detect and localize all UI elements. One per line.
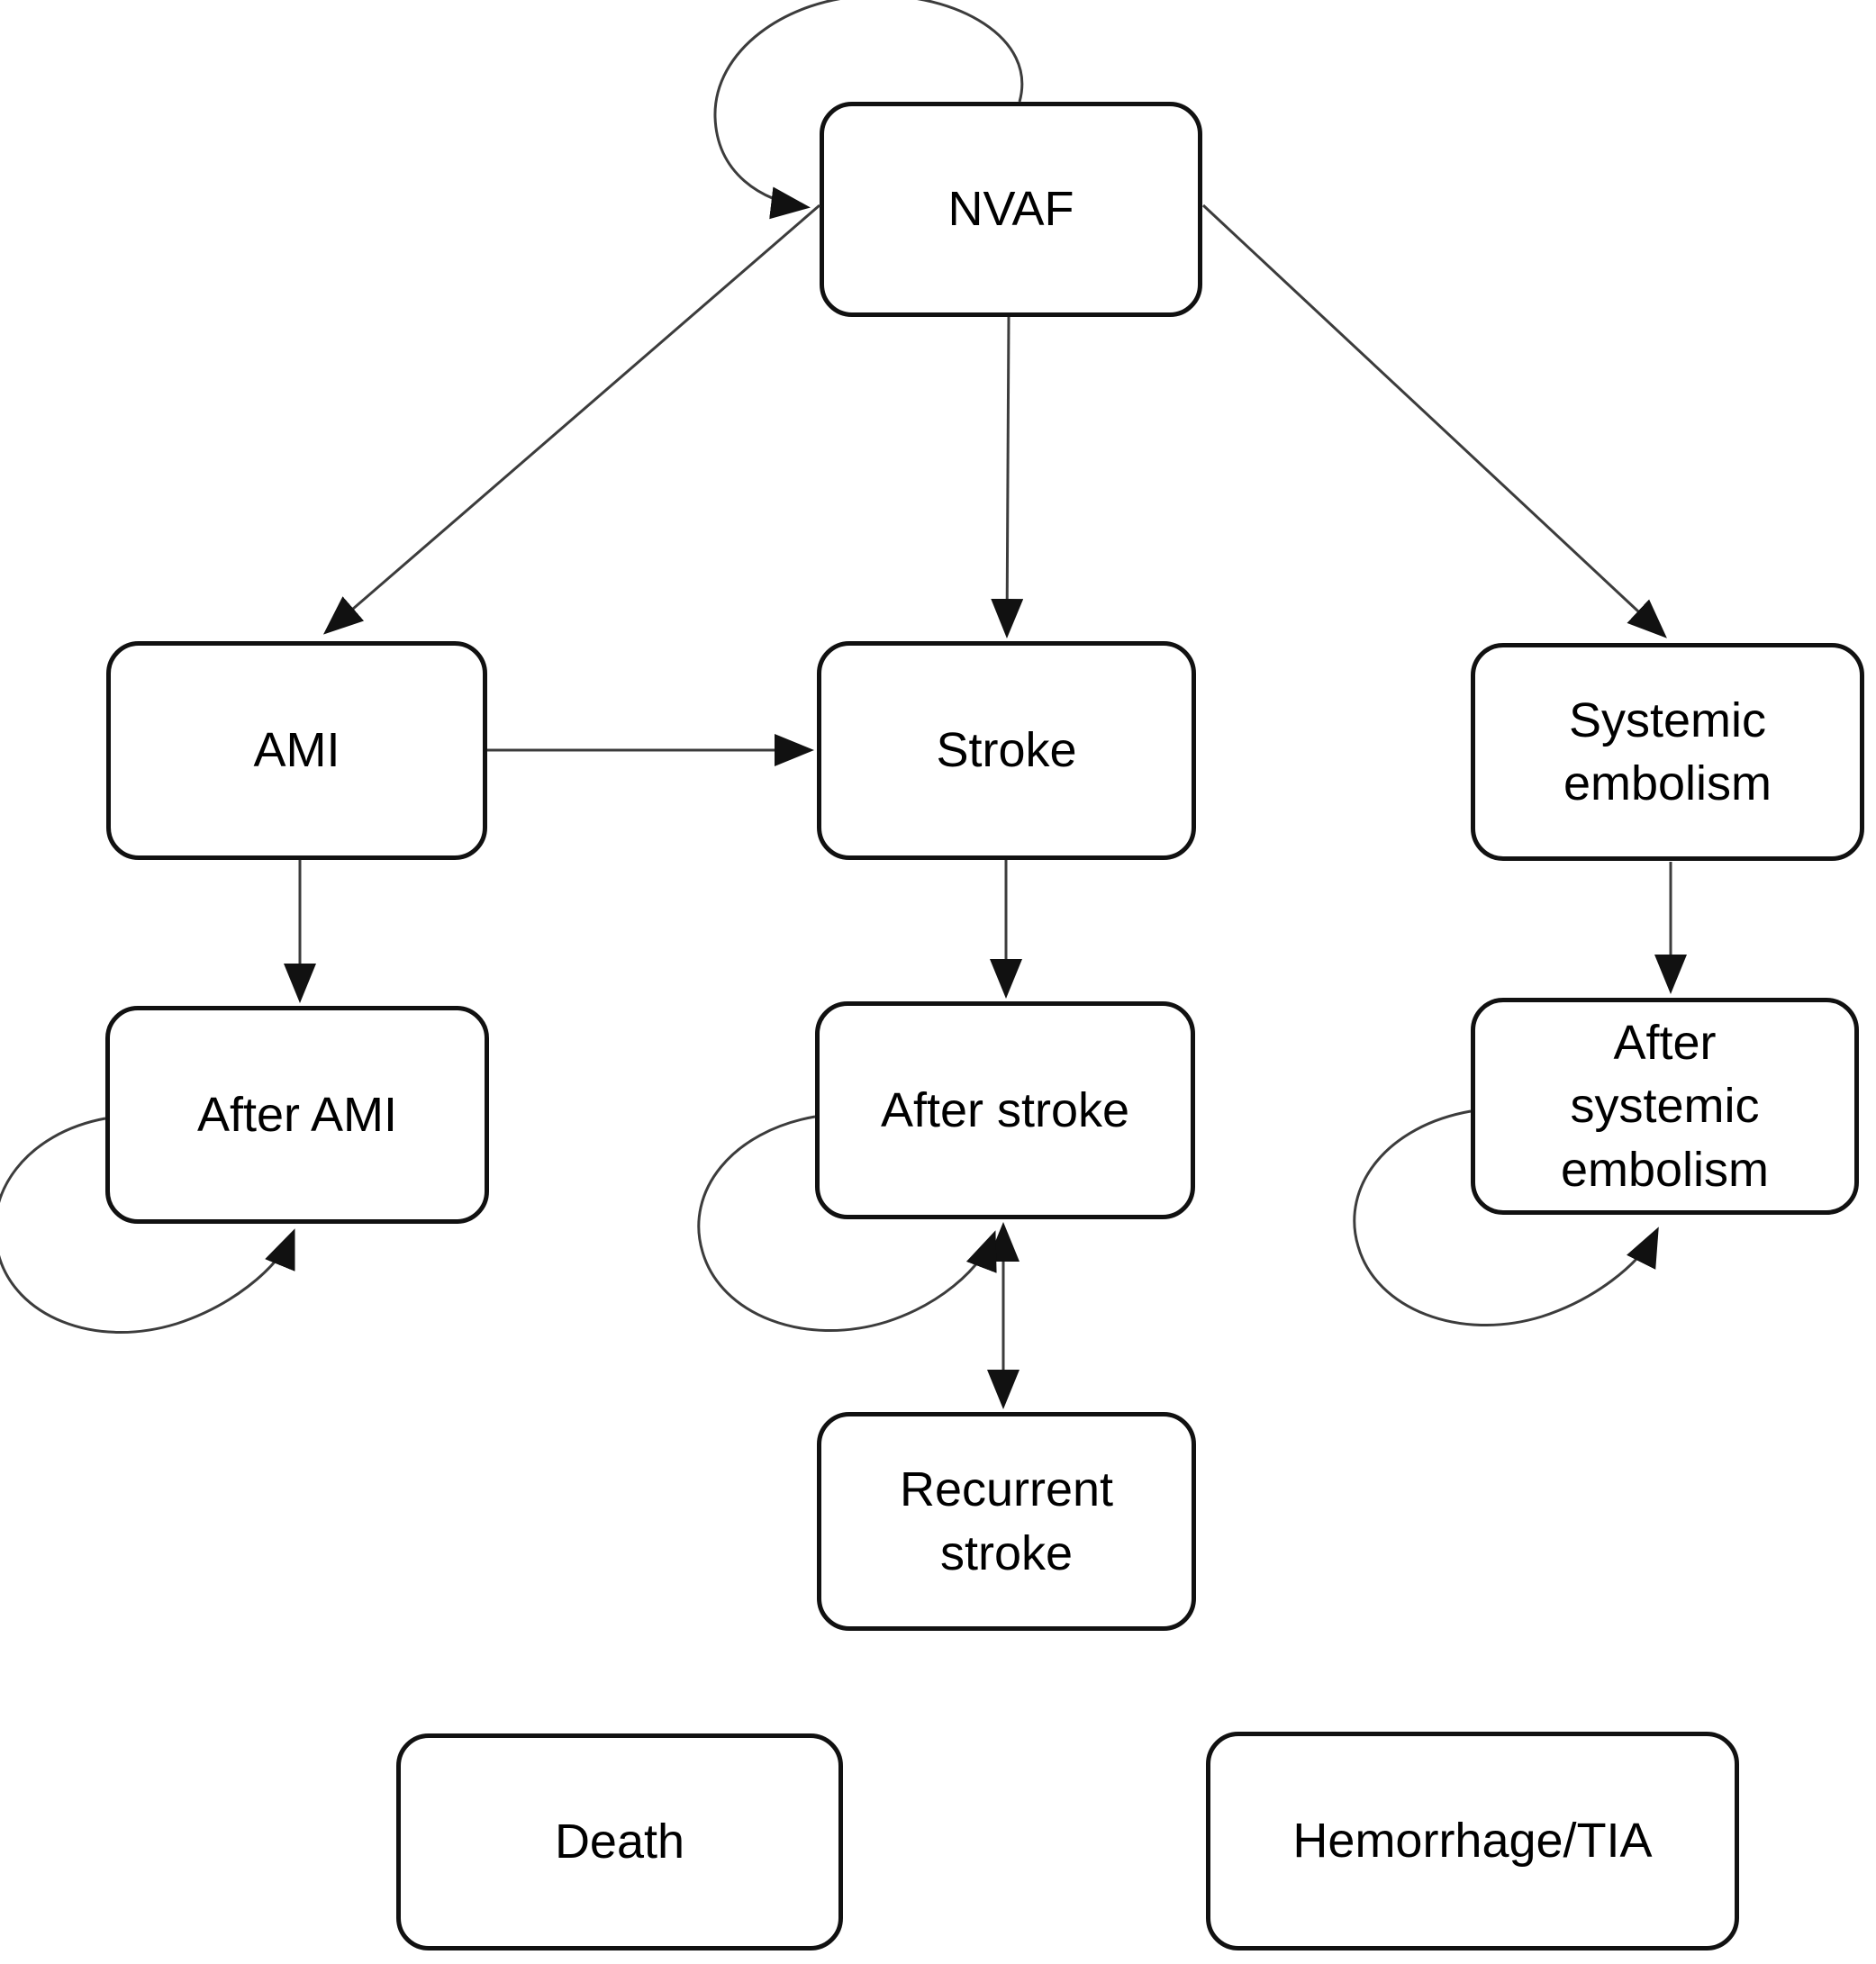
node-stroke-label: Stroke (936, 723, 1077, 778)
node-nvaf: NVAF (820, 102, 1202, 317)
node-ami: AMI (106, 641, 487, 860)
node-hemorrhage-tia: Hemorrhage/TIA (1206, 1732, 1739, 1950)
node-systemic-embolism-label: Systemic embolism (1563, 692, 1772, 810)
node-nvaf-label: NVAF (947, 182, 1074, 237)
node-death: Death (396, 1733, 843, 1950)
node-systemic-embolism: Systemic embolism (1471, 643, 1864, 861)
node-death-label: Death (554, 1815, 685, 1869)
node-after-ami-label: After AMI (196, 1087, 398, 1142)
node-recurrent-stroke-label: Recurrent stroke (899, 1462, 1114, 1580)
node-after-systemic-embolism: After systemic embolism (1471, 998, 1859, 1215)
node-recurrent-stroke: Recurrent stroke (817, 1412, 1196, 1631)
node-after-ami: After AMI (105, 1006, 489, 1224)
node-ami-label: AMI (253, 723, 340, 778)
node-stroke: Stroke (817, 641, 1196, 860)
edge-nvaf-to-ami (322, 204, 820, 635)
edge-nvaf-to-stroke (991, 316, 1024, 638)
node-after-systemic-embolism-label: After systemic embolism (1560, 1016, 1770, 1197)
node-after-stroke: After stroke (815, 1001, 1195, 1219)
edge-nvaf-to-systemic-embolism (1201, 204, 1667, 638)
node-hemorrhage-tia-label: Hemorrhage/TIA (1292, 1814, 1653, 1869)
node-after-stroke-label: After stroke (880, 1082, 1130, 1137)
